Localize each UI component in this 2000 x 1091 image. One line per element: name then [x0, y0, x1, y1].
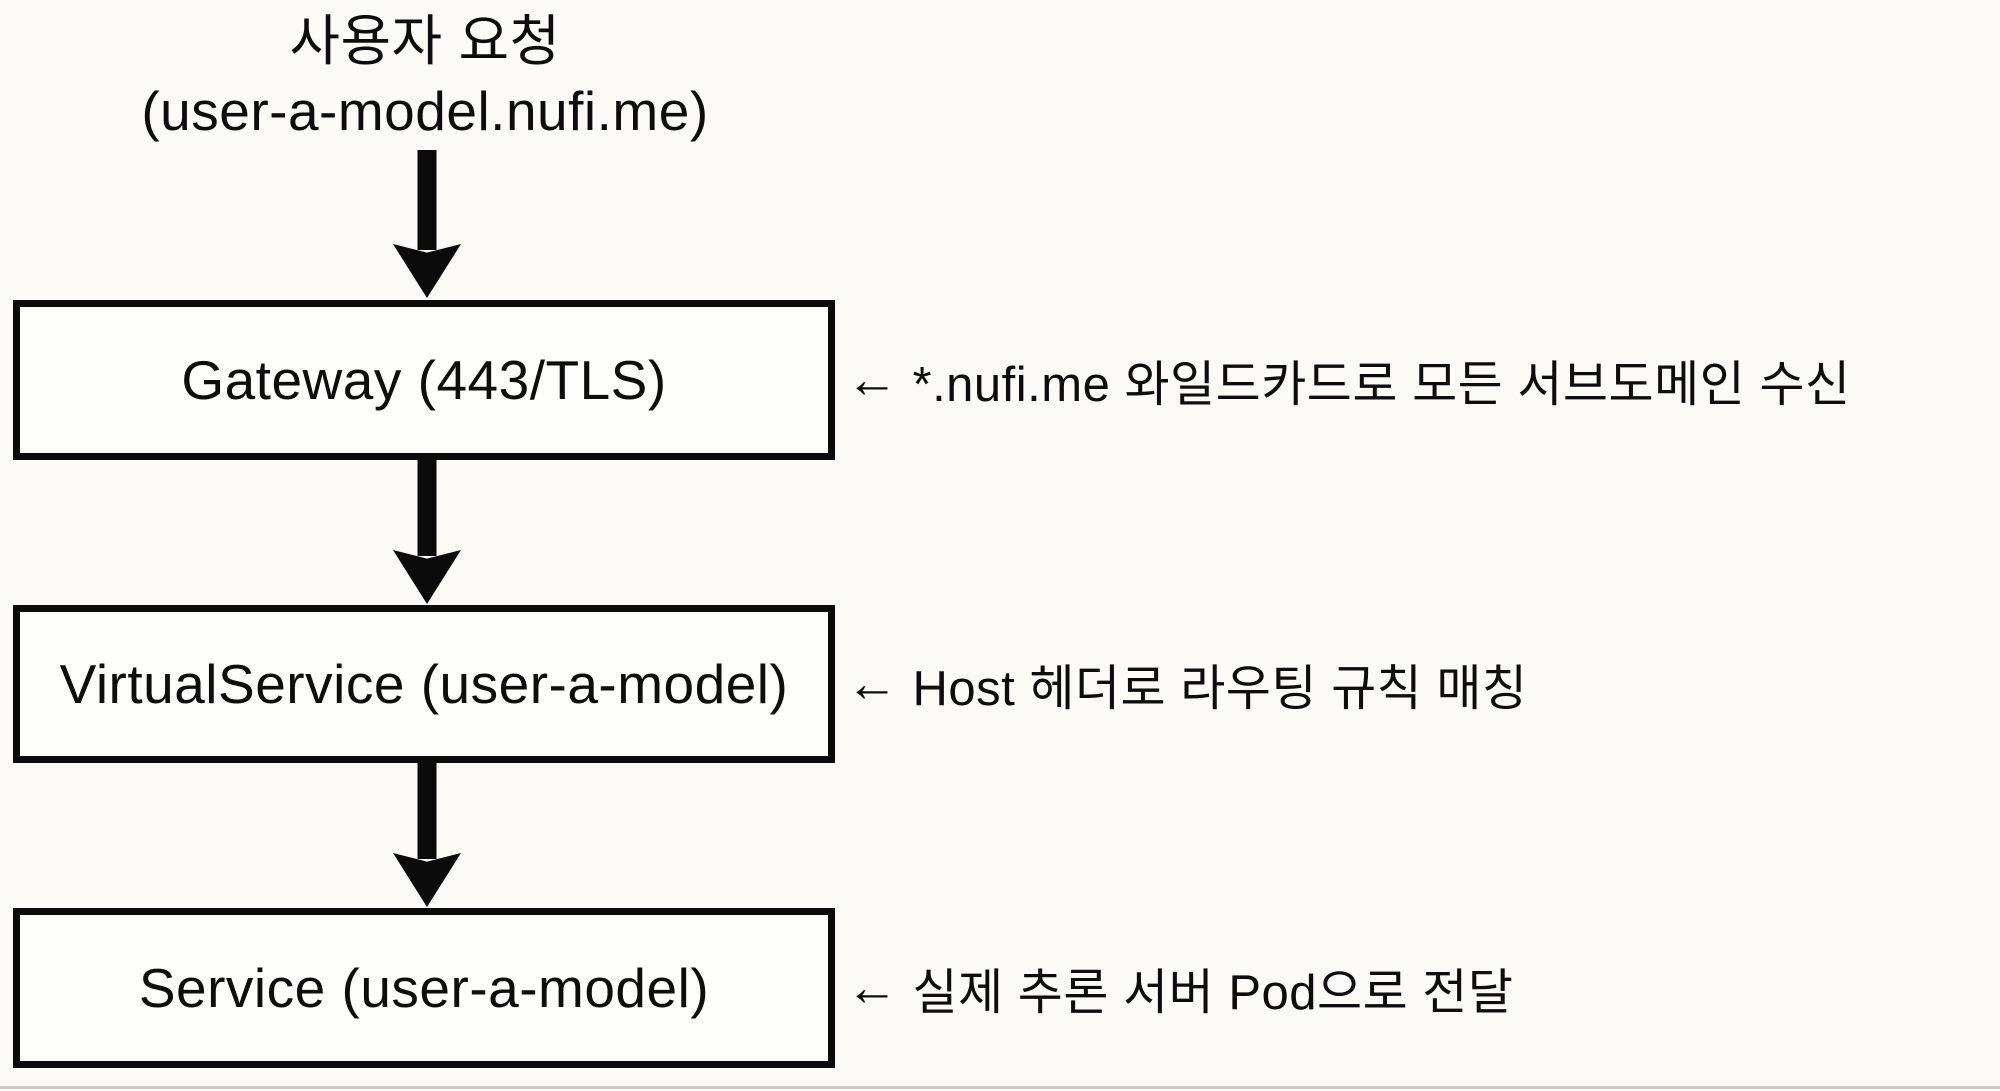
arrow-head: [393, 550, 461, 604]
arrow-head: [393, 244, 461, 298]
left-arrow-icon: ←: [846, 351, 899, 409]
arrow-shaft: [417, 458, 437, 556]
node-service-label: Service (user-a-model): [138, 957, 710, 1019]
annotation-virtualservice-text: Host 헤더로 라우팅 규칙 매칭: [912, 661, 1528, 716]
source-request-label: 사용자 요청 (user-a-model.nufi.me): [0, 6, 850, 147]
arrow-shaft: [417, 762, 437, 859]
node-gateway: Gateway (443/TLS): [13, 300, 835, 460]
annotation-service: ← 실제 추론 서버 Pod으로 전달: [846, 908, 2000, 1068]
node-virtualservice-label: VirtualService (user-a-model): [59, 653, 789, 715]
down-arrow-icon: [393, 458, 461, 604]
node-gateway-label: Gateway (443/TLS): [181, 349, 667, 411]
arrow-shaft: [417, 150, 437, 250]
node-service: Service (user-a-model): [13, 908, 835, 1068]
node-virtualservice: VirtualService (user-a-model): [13, 605, 835, 763]
annotation-virtualservice: ← Host 헤더로 라우팅 규칙 매칭: [846, 605, 2000, 763]
left-arrow-icon: ←: [846, 655, 899, 713]
source-request-title: 사용자 요청: [289, 10, 561, 72]
bottom-divider: [0, 1086, 2000, 1089]
down-arrow-icon: [393, 762, 461, 907]
down-arrow-icon: [393, 150, 461, 298]
left-arrow-icon: ←: [846, 959, 899, 1017]
annotation-service-text: 실제 추론 서버 Pod으로 전달: [912, 965, 1514, 1020]
annotation-gateway: ← *.nufi.me 와일드카드로 모든 서브도메인 수신: [846, 300, 2000, 460]
source-request-domain: (user-a-model.nufi.me): [141, 80, 709, 143]
arrow-head: [393, 853, 461, 907]
annotation-gateway-text: *.nufi.me 와일드카드로 모든 서브도메인 수신: [912, 357, 1851, 412]
